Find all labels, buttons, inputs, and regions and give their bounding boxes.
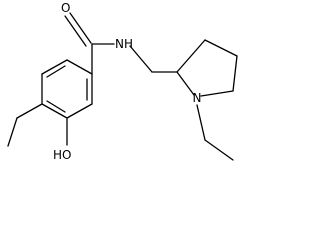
amide-ch2-bond [129, 45, 153, 73]
double-bond-inner [46, 100, 66, 113]
carbonyl-oxygen-label: O [61, 1, 70, 15]
carbonyl-double-bond [69, 12, 92, 44]
bond [41, 103, 68, 119]
bond [176, 39, 206, 73]
structure-canvas: O NH N HO [7, 1, 238, 162]
bond [204, 39, 238, 57]
methyl-bond [7, 117, 18, 147]
bond [200, 90, 234, 97]
bond [66, 59, 93, 75]
carbonyl-double-bond [64, 15, 87, 47]
hydroxyl-label: HO [53, 148, 71, 162]
bond [176, 71, 195, 96]
ring-nitrogen-label: N [193, 91, 202, 105]
pyrrolidine-ring [176, 39, 238, 97]
methyl-bond [16, 103, 43, 119]
ethyl-bond [196, 104, 206, 141]
amide-nitrogen-label: NH [115, 37, 133, 51]
bond [66, 103, 93, 119]
bond [232, 55, 238, 92]
bond [41, 59, 68, 75]
ethyl-bond [204, 139, 234, 161]
molecule-diagram: O NH N HO [7, 1, 238, 162]
benzene-ring [41, 59, 93, 119]
double-bond-inner [46, 65, 66, 78]
